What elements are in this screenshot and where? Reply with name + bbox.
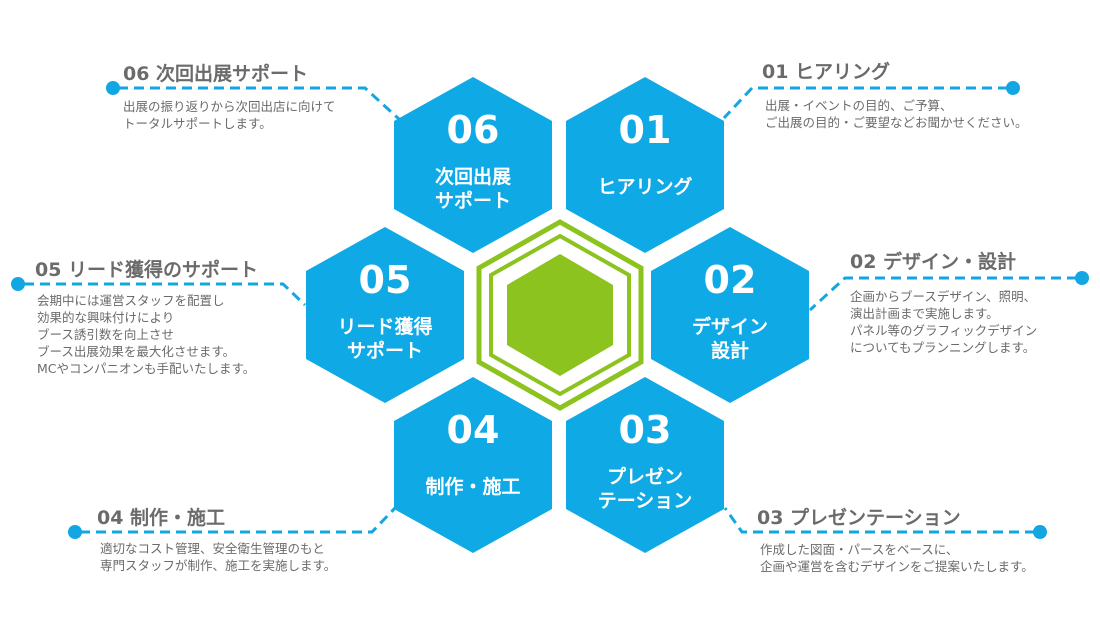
hexagon-number: 03: [619, 408, 672, 452]
step-05-caption: 05 リード獲得のサポート 会期中には運営スタッフを配置し 効果的な興味付けによ…: [35, 258, 258, 376]
hexagon-shape: [394, 377, 552, 553]
hexagon-label: 制作・施工: [425, 475, 520, 498]
step-desc-line: 効果的な興味付けにより: [37, 310, 174, 325]
connector-dot-04: [68, 525, 82, 539]
step-desc-line: MCやコンパニオンも手配いたします。: [37, 361, 255, 376]
step-desc-line: 企画や運営を含むデザインをご提案いたします。: [760, 559, 1034, 574]
hexagon-number: 02: [704, 258, 757, 302]
hexagon-label: サポート: [347, 339, 423, 362]
step-desc-line: 出展・イベントの目的、ご予算、: [765, 98, 953, 113]
hexagon-shape: [306, 227, 464, 403]
hexagon-step-03: 03 プレゼンテーション: [566, 377, 724, 553]
connector-04: [80, 506, 397, 534]
step-desc-line: パネル等のグラフィックデザイン: [850, 323, 1037, 338]
step-desc-line: ブース誘引数を向上させ: [37, 327, 174, 342]
step-desc-line: 会期中には運営スタッフを配置し: [37, 293, 225, 308]
step-desc-line: 専門スタッフが制作、施工を実施します。: [100, 558, 336, 573]
step-title: 06 次回出展サポート: [123, 62, 308, 85]
hexagon-label: プレゼン: [607, 465, 683, 488]
hexagon-label: リード獲得: [337, 315, 432, 338]
connector-dot-06: [106, 81, 120, 95]
hexagon-shape: [651, 227, 809, 403]
step-desc-line: ご出展の目的・ご要望などお聞かせください。: [765, 115, 1028, 130]
connector-dot-01: [1006, 81, 1020, 95]
step-title: 04 制作・施工: [97, 506, 225, 529]
hexagon-step-01: 01 ヒアリング: [566, 77, 724, 253]
step-desc-line: トータルサポートします。: [123, 116, 272, 131]
hexagon-label: テーション: [598, 490, 693, 512]
connectors: [11, 81, 1089, 539]
step-title: 03 プレゼンテーション: [757, 506, 961, 529]
step-desc-line: 出展の振り返りから次回出店に向けて: [123, 99, 336, 114]
step-desc-line: 企画からブースデザイン、照明、: [850, 289, 1036, 304]
connector-dot-02: [1075, 271, 1089, 285]
step-desc-line: 適切なコスト管理、安全衛生管理のもと: [100, 541, 325, 556]
hexagon-label: 設計: [711, 339, 749, 362]
step-desc-line: 演出計画まで実施します。: [850, 306, 999, 321]
connector-06: [118, 86, 402, 122]
connector-dot-05: [11, 277, 25, 291]
hexagon-label: ヒアリング: [597, 175, 692, 198]
hexagon-label: 次回出展: [435, 165, 511, 188]
step-03-caption: 03 プレゼンテーション 作成した図面・パースをベースに、 企画や運営を含むデザ…: [757, 506, 1034, 574]
hexagon-shape: [566, 77, 724, 253]
hexagon-number: 01: [619, 108, 672, 152]
step-title: 02 デザイン・設計: [850, 250, 1016, 273]
connector-02: [808, 276, 1077, 312]
hexagon-step-04: 04 制作・施工: [394, 377, 552, 553]
connector-dot-03: [1033, 525, 1047, 539]
center-outer-ring: [476, 219, 644, 411]
step-04-caption: 04 制作・施工 適切なコスト管理、安全衛生管理のもと 専門スタッフが制作、施工…: [97, 506, 336, 573]
hexagon-label: サポート: [435, 189, 511, 212]
step-06-caption: 06 次回出展サポート 出展の振り返りから次回出店に向けて トータルサポートしま…: [123, 62, 336, 131]
step-title: 01 ヒアリング: [762, 60, 890, 83]
hexagon-shape: [566, 377, 724, 553]
connector-03: [723, 507, 1035, 534]
hexagon-shape: [394, 77, 552, 253]
hexagon-number: 06: [447, 108, 500, 152]
hexagon-step-06: 06 次回出展サポート: [394, 77, 552, 253]
step-desc-line: ブース出展効果を最大化させます。: [37, 344, 235, 359]
hexagon-label: デザイン: [692, 315, 768, 338]
step-desc-line: 作成した図面・パースをベースに、: [760, 542, 958, 557]
center-inner-ring: [489, 233, 631, 397]
center-hexagon: [476, 219, 644, 411]
connector-01: [722, 86, 1008, 120]
step-title: 05 リード獲得のサポート: [35, 258, 258, 281]
step-desc-line: についてもプランニングします。: [850, 340, 1035, 355]
hexagon-number: 05: [359, 258, 412, 302]
connector-05: [24, 282, 307, 307]
center-core: [507, 254, 613, 376]
hexagon-number: 04: [447, 408, 500, 452]
step-02-caption: 02 デザイン・設計 企画からブースデザイン、照明、 演出計画まで実施します。 …: [850, 250, 1037, 355]
step-01-caption: 01 ヒアリング 出展・イベントの目的、ご予算、 ご出展の目的・ご要望などお聞か…: [762, 60, 1028, 130]
